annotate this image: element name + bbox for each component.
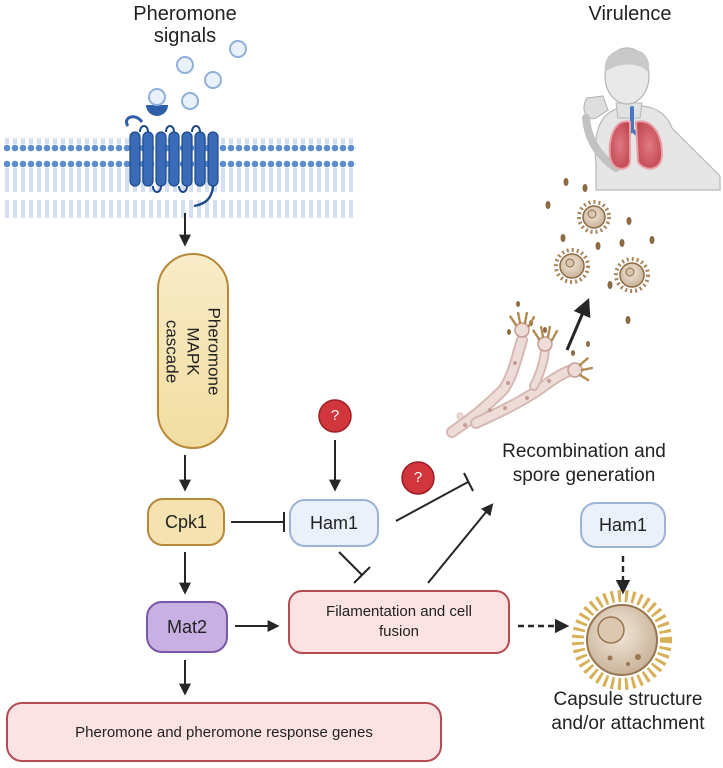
spores-icon [507,178,655,375]
virulence-label: Virulence [588,3,672,25]
mapk-cascade-node: Pheromone MAPK cascade [157,253,229,449]
cell-membrane [4,138,356,218]
filamentation-node: Filamentation and cell fusion [288,590,510,654]
filamentation-label: Filamentation and cell fusion [326,603,472,640]
response-genes-label: Pheromone and pheromone response genes [75,723,373,741]
recombination-label: Recombination and spore generation [502,441,666,486]
unknown-regulator-2: ? [413,469,423,486]
ham1-capsule-node: Ham1 [580,502,666,548]
ham1-label: Ham1 [309,512,358,533]
capsule-cell-icon [572,590,672,690]
unknown-regulator-icons [318,399,435,495]
response-genes-node: Pheromone and pheromone response genes [6,702,442,762]
pheromone-signals-label: Pheromone signals [133,3,237,47]
ham1-capsule-label: Ham1 [598,514,647,535]
cpk1-label: Cpk1 [164,511,208,532]
cpk1-node: Cpk1 [147,498,225,546]
gpcr-receptor-icon [125,88,219,208]
mat2-node: Mat2 [146,601,228,653]
mapk-cascade-label: Pheromone MAPK cascade [162,307,224,395]
pathway-connectors [179,213,631,696]
pheromone-molecule-icons [176,40,247,110]
ham1-node: Ham1 [289,499,379,547]
hyphae-basidia-icon [446,310,594,438]
capsule-label: Capsule structure and/or attachment [551,689,705,734]
unknown-regulator-1: ? [330,407,340,424]
human-lungs-icon [582,47,721,191]
mat2-label: Mat2 [166,616,208,637]
